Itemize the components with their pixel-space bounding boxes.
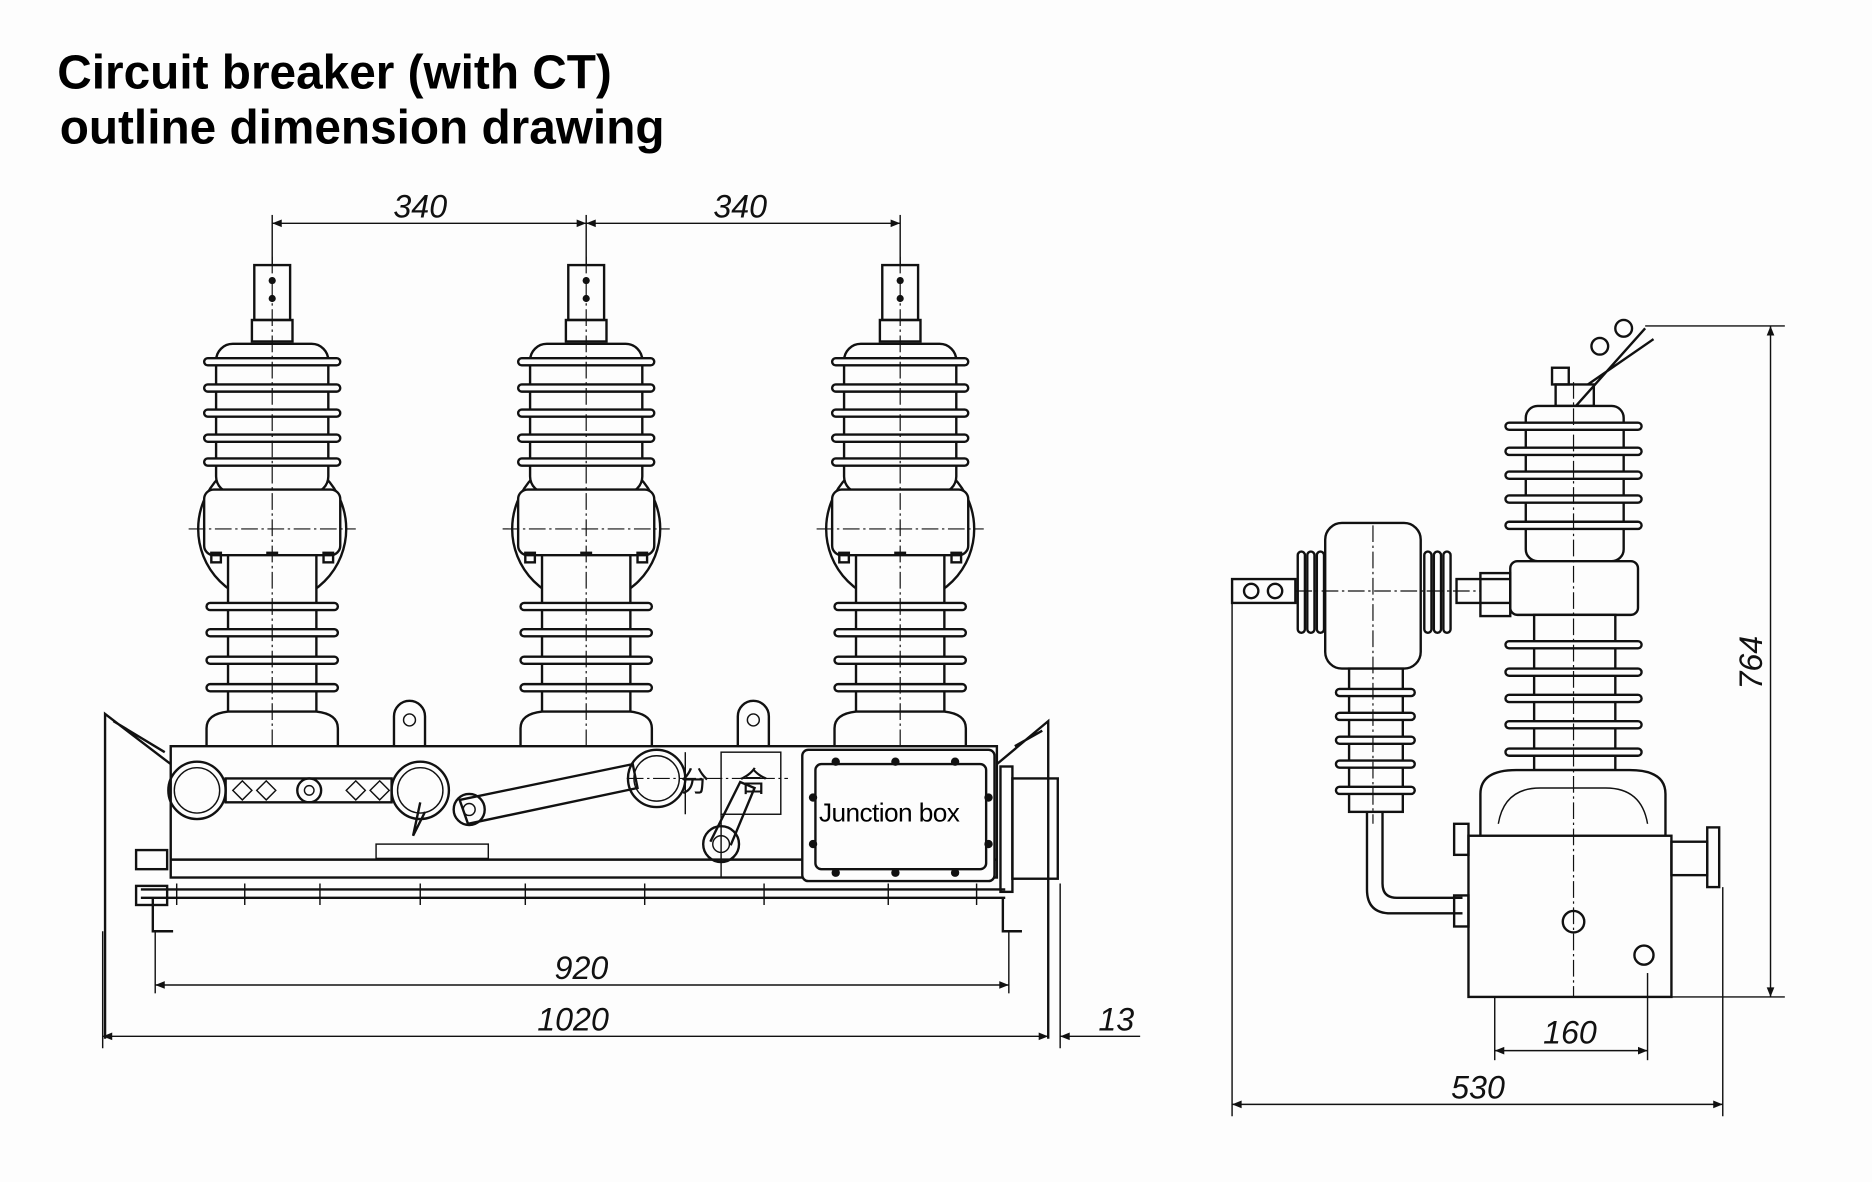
pole-2: [502, 256, 670, 747]
current-transformer: [1230, 521, 1512, 915]
ct-shed: [1442, 550, 1452, 634]
flange-bolt: [210, 551, 223, 564]
ct-insulator-shed: [1334, 759, 1416, 769]
front-dimensions: 340 340 920 1020 13: [101, 188, 1141, 1049]
ct-shed: [1315, 550, 1326, 634]
dim-mounting-width: 920: [555, 950, 609, 986]
ct-insulator-shed: [1334, 735, 1416, 746]
side-view: 764 160 530: [1230, 318, 1785, 1117]
pole-3: [816, 256, 984, 747]
side-dimensions: 764 160 530: [1231, 325, 1785, 1117]
flange-bolt: [950, 551, 963, 564]
pole-1: [188, 256, 356, 747]
close-indicator-label: 合: [739, 765, 768, 799]
dim-base-width: 160: [1543, 1014, 1597, 1050]
junction-box: Junction box: [801, 748, 1059, 894]
dim-pole-spacing-right: 340: [713, 188, 767, 224]
flange-bolt: [636, 551, 649, 564]
open-indicator-label: 分: [681, 765, 710, 799]
poles: [188, 256, 984, 747]
ct-insulator-shed: [1334, 711, 1416, 722]
flange-bolt: [524, 551, 537, 564]
dim-overall-width: 1020: [537, 1001, 609, 1037]
ct-insulator-shed: [1334, 687, 1416, 698]
junction-box-label: Junction box: [819, 797, 960, 827]
ct-shed: [1296, 550, 1307, 634]
ct-insulator-shed: [1334, 785, 1416, 796]
terminal-bolt: [268, 277, 276, 285]
terminal-bolt: [582, 277, 590, 285]
ct-shed: [1423, 550, 1433, 634]
terminal-bolt: [896, 277, 904, 285]
ct-shed: [1306, 550, 1316, 634]
dim-pole-spacing-left: 340: [393, 188, 447, 224]
front-view: 分 合 Junction box 340 340: [101, 188, 1141, 1049]
dim-overall-depth: 530: [1451, 1069, 1505, 1105]
title-line-1: Circuit breaker (with CT): [57, 46, 612, 99]
title-line-2: outline dimension drawing: [60, 101, 665, 154]
side-pole: [1452, 318, 1721, 999]
dim-overall-height: 764: [1733, 636, 1769, 690]
flange-bolt: [838, 551, 851, 564]
dim-bracket-offset: 13: [1098, 1001, 1134, 1037]
ct-shed: [1432, 550, 1443, 634]
flange-bolt: [322, 551, 335, 564]
